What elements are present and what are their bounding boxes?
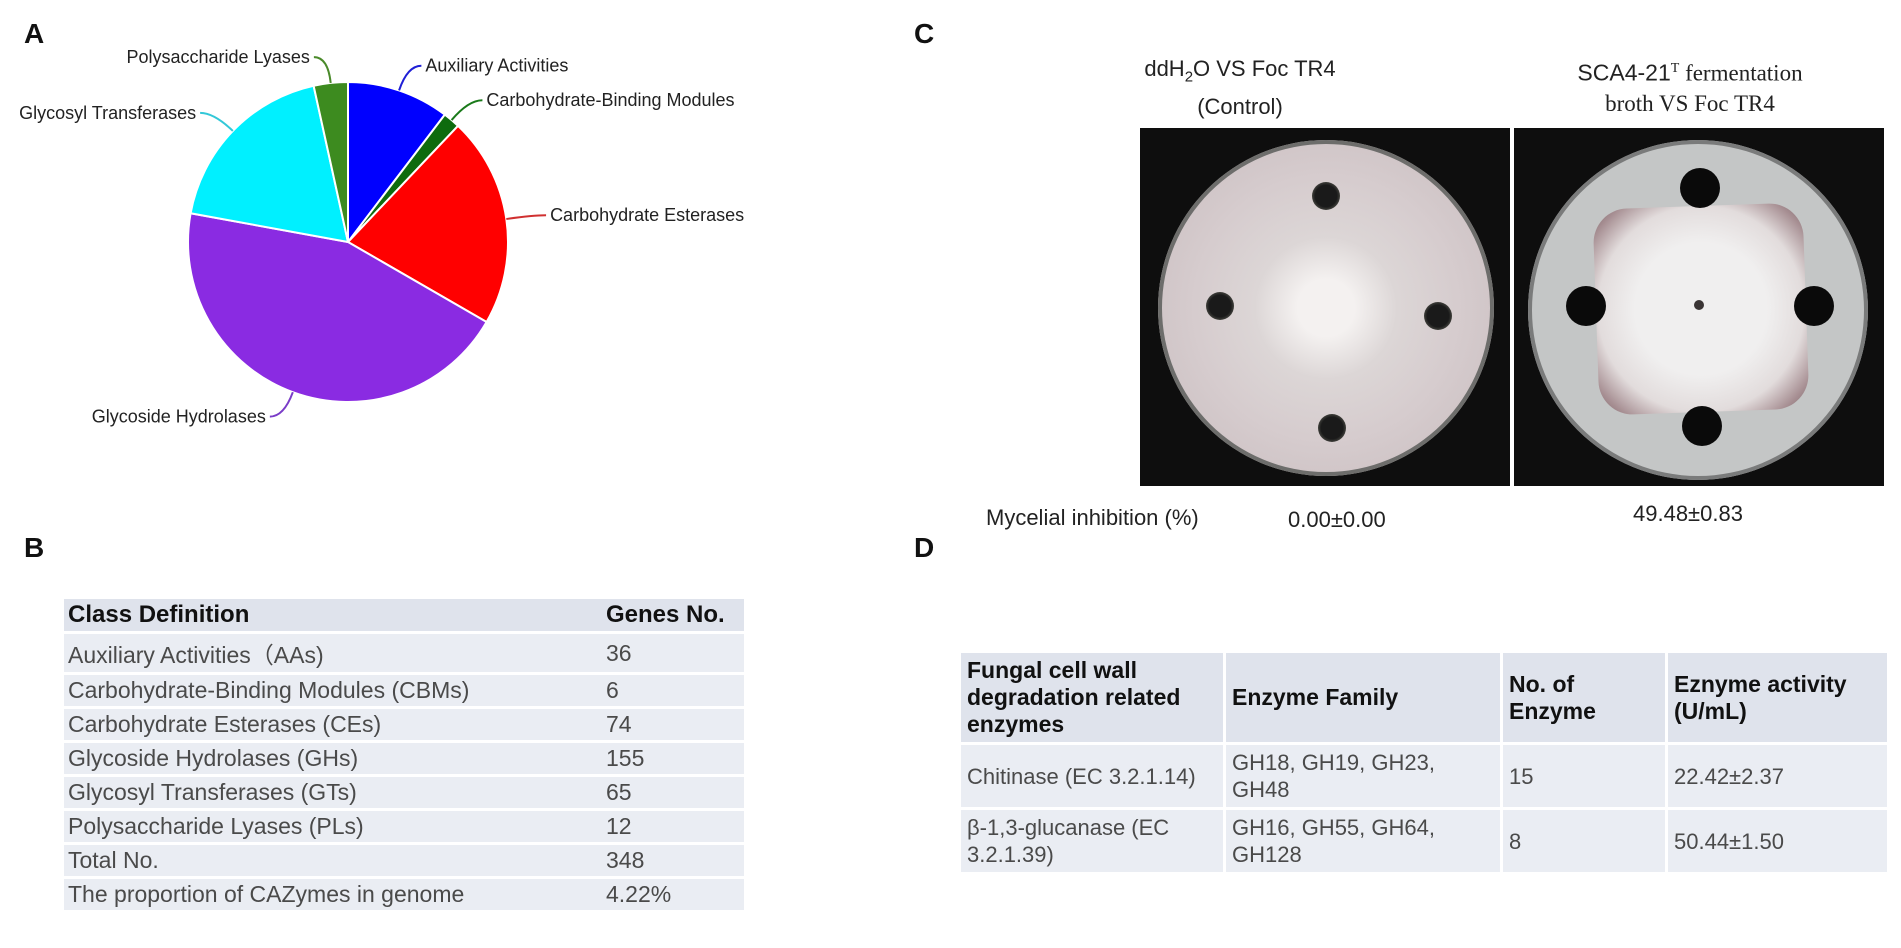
enzyme-activity-table: Fungal cell wall degradation related enz… — [958, 650, 1890, 875]
header-enzyme-family: Enzyme Family — [1226, 653, 1500, 742]
control-well-right — [1424, 302, 1452, 330]
pie-leader-auxiliary-activities — [398, 64, 422, 91]
pie-leader-glycosyl-transferases — [200, 111, 234, 132]
treatment-title: SCA4-21T fermentation broth VS Foc TR4 — [1510, 54, 1870, 119]
treatment-title-line2: broth VS Foc TR4 — [1605, 90, 1775, 116]
control-title-line1: ddH2O VS Foc TR4 — [1144, 56, 1336, 86]
cell-genes-no: 74 — [600, 709, 744, 740]
control-well-bottom — [1318, 414, 1346, 442]
table-header-row: Class Definition Genes No. — [64, 599, 744, 631]
treatment-inhibition-value: 49.48±0.83 — [1633, 501, 1743, 526]
cell-enzyme-family: GH16, GH55, GH64, GH128 — [1226, 810, 1500, 872]
cell-class-definition: The proportion of CAZymes in genome — [64, 879, 600, 910]
cazyme-class-table: Class Definition Genes No. Auxiliary Act… — [64, 596, 744, 913]
treatment-plate-photo — [1514, 128, 1884, 486]
control-well-top — [1312, 182, 1340, 210]
table-row: Polysaccharide Lyases (PLs)12 — [64, 811, 744, 842]
cell-no-of-enzyme: 8 — [1503, 810, 1665, 872]
cell-class-definition: Carbohydrate-Binding Modules (CBMs) — [64, 675, 600, 706]
cell-enzyme-activity: 22.42±2.37 — [1668, 745, 1887, 807]
treatment-well-top — [1680, 168, 1720, 208]
header-enzymes: Fungal cell wall degradation related enz… — [961, 653, 1223, 742]
table-row: Glycoside Hydrolases (GHs)155 — [64, 743, 744, 774]
table-row: β-1,3-glucanase (EC 3.2.1.39)GH16, GH55,… — [961, 810, 1887, 872]
control-inhibition-value: 0.00±0.00 — [1288, 507, 1386, 532]
cell-enzyme-family: GH18, GH19, GH23, GH48 — [1226, 745, 1500, 807]
cell-class-definition: Polysaccharide Lyases (PLs) — [64, 811, 600, 842]
cell-enzyme: Chitinase (EC 3.2.1.14) — [961, 745, 1223, 807]
panel-letter-d: D — [914, 532, 935, 563]
header-class-definition: Class Definition — [64, 599, 600, 631]
pie-label-carbohydrate-binding-modules: Carbohydrate-Binding Modules — [486, 90, 734, 110]
table-row: Glycosyl Transferases (GTs)65 — [64, 777, 744, 808]
treatment-center-dot — [1694, 300, 1704, 310]
pie-slice-polysaccharide-lyases — [312, 80, 349, 243]
pie-leader-carbohydrate-esterases — [506, 214, 547, 220]
cell-genes-no: 348 — [600, 845, 744, 876]
pie-slice-glycoside-hydrolases — [187, 212, 488, 403]
pie-leader-polysaccharide-lyases — [313, 56, 332, 84]
pie-leader-glycoside-hydrolases — [269, 391, 294, 418]
header-enzyme-activity: Eznyme activity (U/mL) — [1668, 653, 1887, 742]
cell-class-definition: Total No. — [64, 845, 600, 876]
cell-genes-no: 155 — [600, 743, 744, 774]
cell-enzyme-activity: 50.44±1.50 — [1668, 810, 1887, 872]
panel-letter-c: C — [914, 18, 935, 49]
table-row: Auxiliary Activities（AAs)36 — [64, 634, 744, 672]
treatment-well-left — [1566, 286, 1606, 326]
mycelial-inhibition-label: Mycelial inhibition (%) — [986, 505, 1199, 530]
header-genes-no: Genes No. — [600, 599, 744, 631]
cell-enzyme: β-1,3-glucanase (EC 3.2.1.39) — [961, 810, 1223, 872]
table-row: Carbohydrate-Binding Modules (CBMs)6 — [64, 675, 744, 706]
pie-label-auxiliary-activities: Auxiliary Activities — [425, 56, 568, 76]
pie-label-carbohydrate-esterases: Carbohydrate Esterases — [550, 205, 744, 225]
header-no-of-enzyme: No. of Enzyme — [1503, 653, 1665, 742]
table-row: Total No.348 — [64, 845, 744, 876]
pie-chart: Auxiliary ActivitiesCarbohydrate-Binding… — [19, 47, 744, 427]
control-title-line2: (Control) — [1197, 94, 1283, 120]
pie-label-polysaccharide-lyases: Polysaccharide Lyases — [126, 47, 309, 67]
pie-slice-carbohydrate-esterases — [346, 124, 509, 324]
cell-class-definition: Carbohydrate Esterases (CEs) — [64, 709, 600, 740]
treatment-well-right — [1794, 286, 1834, 326]
pie-leader-carbohydrate-binding-modules — [450, 99, 483, 121]
cell-genes-no: 12 — [600, 811, 744, 842]
cell-class-definition: Glycosyl Transferases (GTs) — [64, 777, 600, 808]
table-header-row: Fungal cell wall degradation related enz… — [961, 653, 1887, 742]
control-well-left — [1206, 292, 1234, 320]
treatment-well-bottom — [1682, 406, 1722, 446]
control-plate-photo — [1140, 128, 1510, 486]
cell-genes-no: 6 — [600, 675, 744, 706]
cell-no-of-enzyme: 15 — [1503, 745, 1665, 807]
cell-genes-no: 36 — [600, 634, 744, 672]
cell-genes-no: 65 — [600, 777, 744, 808]
cell-class-definition: Auxiliary Activities（AAs) — [64, 634, 600, 672]
treatment-title-line1: SCA4-21T fermentation — [1577, 59, 1803, 86]
table-row: Chitinase (EC 3.2.1.14)GH18, GH19, GH23,… — [961, 745, 1887, 807]
panel-letter-b: B — [24, 532, 45, 563]
table-row: Carbohydrate Esterases (CEs)74 — [64, 709, 744, 740]
cell-class-definition: Glycoside Hydrolases (GHs) — [64, 743, 600, 774]
cell-genes-no: 4.22% — [600, 879, 744, 910]
control-title: ddH2O VS Foc TR4 (Control) — [1110, 54, 1370, 122]
pie-label-glycoside-hydrolases: Glycoside Hydrolases — [92, 407, 266, 427]
panel-letter-a: A — [24, 18, 45, 49]
pie-slice-glycosyl-transferases — [189, 84, 350, 244]
pie-label-glycosyl-transferases: Glycosyl Transferases — [19, 103, 196, 123]
